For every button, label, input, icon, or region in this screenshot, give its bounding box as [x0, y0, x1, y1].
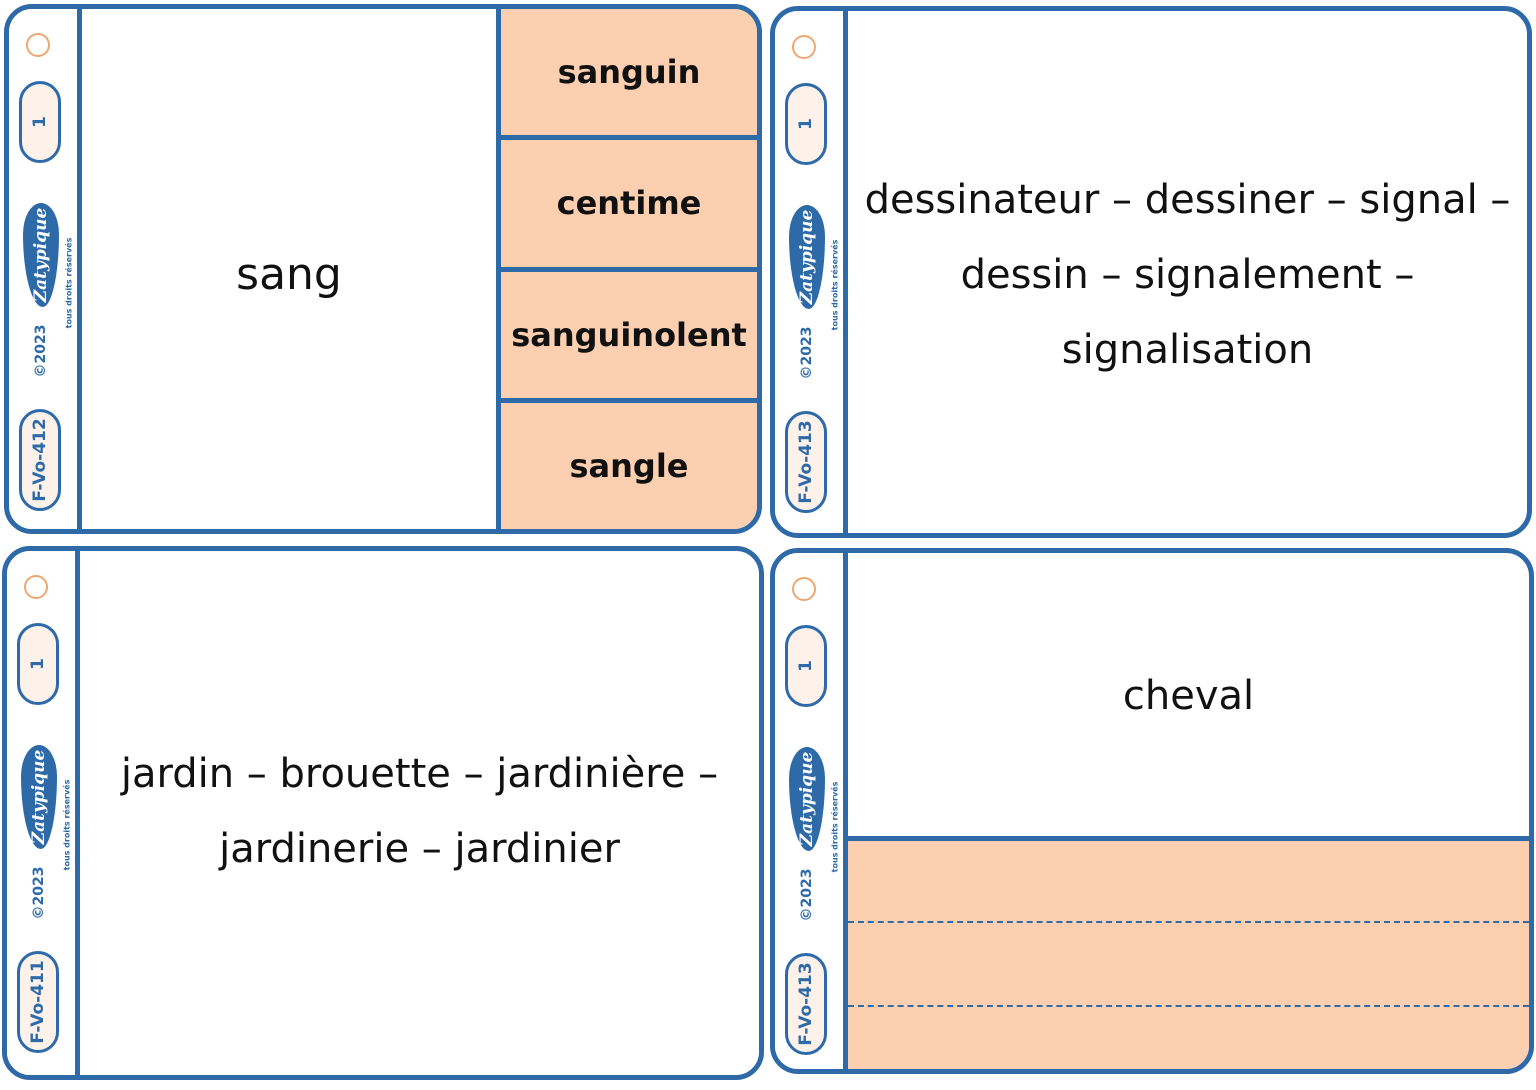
- writing-line: [848, 1005, 1529, 1007]
- card-main: jardin – brouette – jardinière – jardine…: [80, 551, 759, 1075]
- zatypique-logo: Zatypique ©2023 tous droits réservés: [19, 199, 77, 389]
- option-sangle[interactable]: sangle: [501, 402, 757, 529]
- card-number-badge: 1: [785, 625, 827, 707]
- option-sanguinolent[interactable]: sanguinolent: [501, 271, 757, 403]
- logo-blob-icon: [789, 747, 825, 851]
- card-f-vo-411: 1 Zatypique ©2023 tous droits réservés F…: [2, 546, 764, 1080]
- card-code-badge: F-Vo-412: [19, 409, 61, 511]
- card-code-badge: F-Vo-411: [17, 951, 59, 1053]
- answer-writing-area[interactable]: [848, 836, 1529, 1069]
- punch-hole-icon: [792, 35, 816, 59]
- card-f-vo-413-cheval: 1 Zatypique ©2023 tous droits réservés F…: [770, 548, 1534, 1074]
- card-f-vo-413: 1 Zatypique ©2023 tous droits réservés F…: [770, 6, 1532, 538]
- target-word: cheval: [1122, 673, 1255, 719]
- card-main: dessinateur – dessiner – signal – dessin…: [848, 11, 1527, 533]
- card-sidebar: 1 Zatypique ©2023 tous droits réservés F…: [7, 551, 80, 1075]
- word-list-line-1: dessinateur – dessiner – signal –: [864, 177, 1511, 223]
- zatypique-logo: Zatypique ©2023 tous droits réservés: [785, 201, 843, 391]
- target-word: sang: [236, 249, 342, 300]
- logo-blob-icon: [21, 745, 57, 849]
- zatypique-logo: Zatypique ©2023 tous droits réservés: [17, 741, 75, 931]
- card-code-badge: F-Vo-413: [785, 953, 827, 1055]
- card-number-badge: 1: [17, 623, 59, 705]
- logo-blob-icon: [789, 205, 825, 309]
- card-sidebar: 1 Zatypique ©2023 tous droits réservés F…: [9, 9, 82, 529]
- logo-blob-icon: [23, 203, 59, 307]
- option-centime[interactable]: centime: [501, 140, 757, 272]
- card-main: cheval: [848, 553, 1529, 1069]
- word-list-line-2: jardinerie – jardinier: [219, 826, 620, 872]
- punch-hole-icon: [24, 575, 48, 599]
- card-number-badge: 1: [785, 83, 827, 165]
- word-list-line-3: signalisation: [1061, 327, 1314, 373]
- card-sidebar: 1 Zatypique ©2023 tous droits réservés F…: [775, 11, 848, 533]
- card-code-badge: F-Vo-413: [785, 411, 827, 513]
- zatypique-logo: Zatypique ©2023 tous droits réservés: [785, 743, 843, 933]
- word-list-line-1: jardin – brouette – jardinière –: [120, 751, 719, 797]
- word-list-line-2: dessin – signalement –: [960, 252, 1415, 298]
- punch-hole-icon: [26, 33, 50, 57]
- writing-line: [848, 921, 1529, 923]
- punch-hole-icon: [792, 577, 816, 601]
- card-sidebar: 1 Zatypique ©2023 tous droits réservés F…: [775, 553, 848, 1069]
- word-options: sanguin centime sanguinolent sangle: [496, 9, 757, 529]
- card-main: sang sanguin centime sanguinolent sangle: [82, 9, 757, 529]
- option-sanguin[interactable]: sanguin: [501, 9, 757, 141]
- card-f-vo-412: 1 Zatypique ©2023 tous droits réservés F…: [4, 4, 762, 534]
- card-number-badge: 1: [19, 81, 61, 163]
